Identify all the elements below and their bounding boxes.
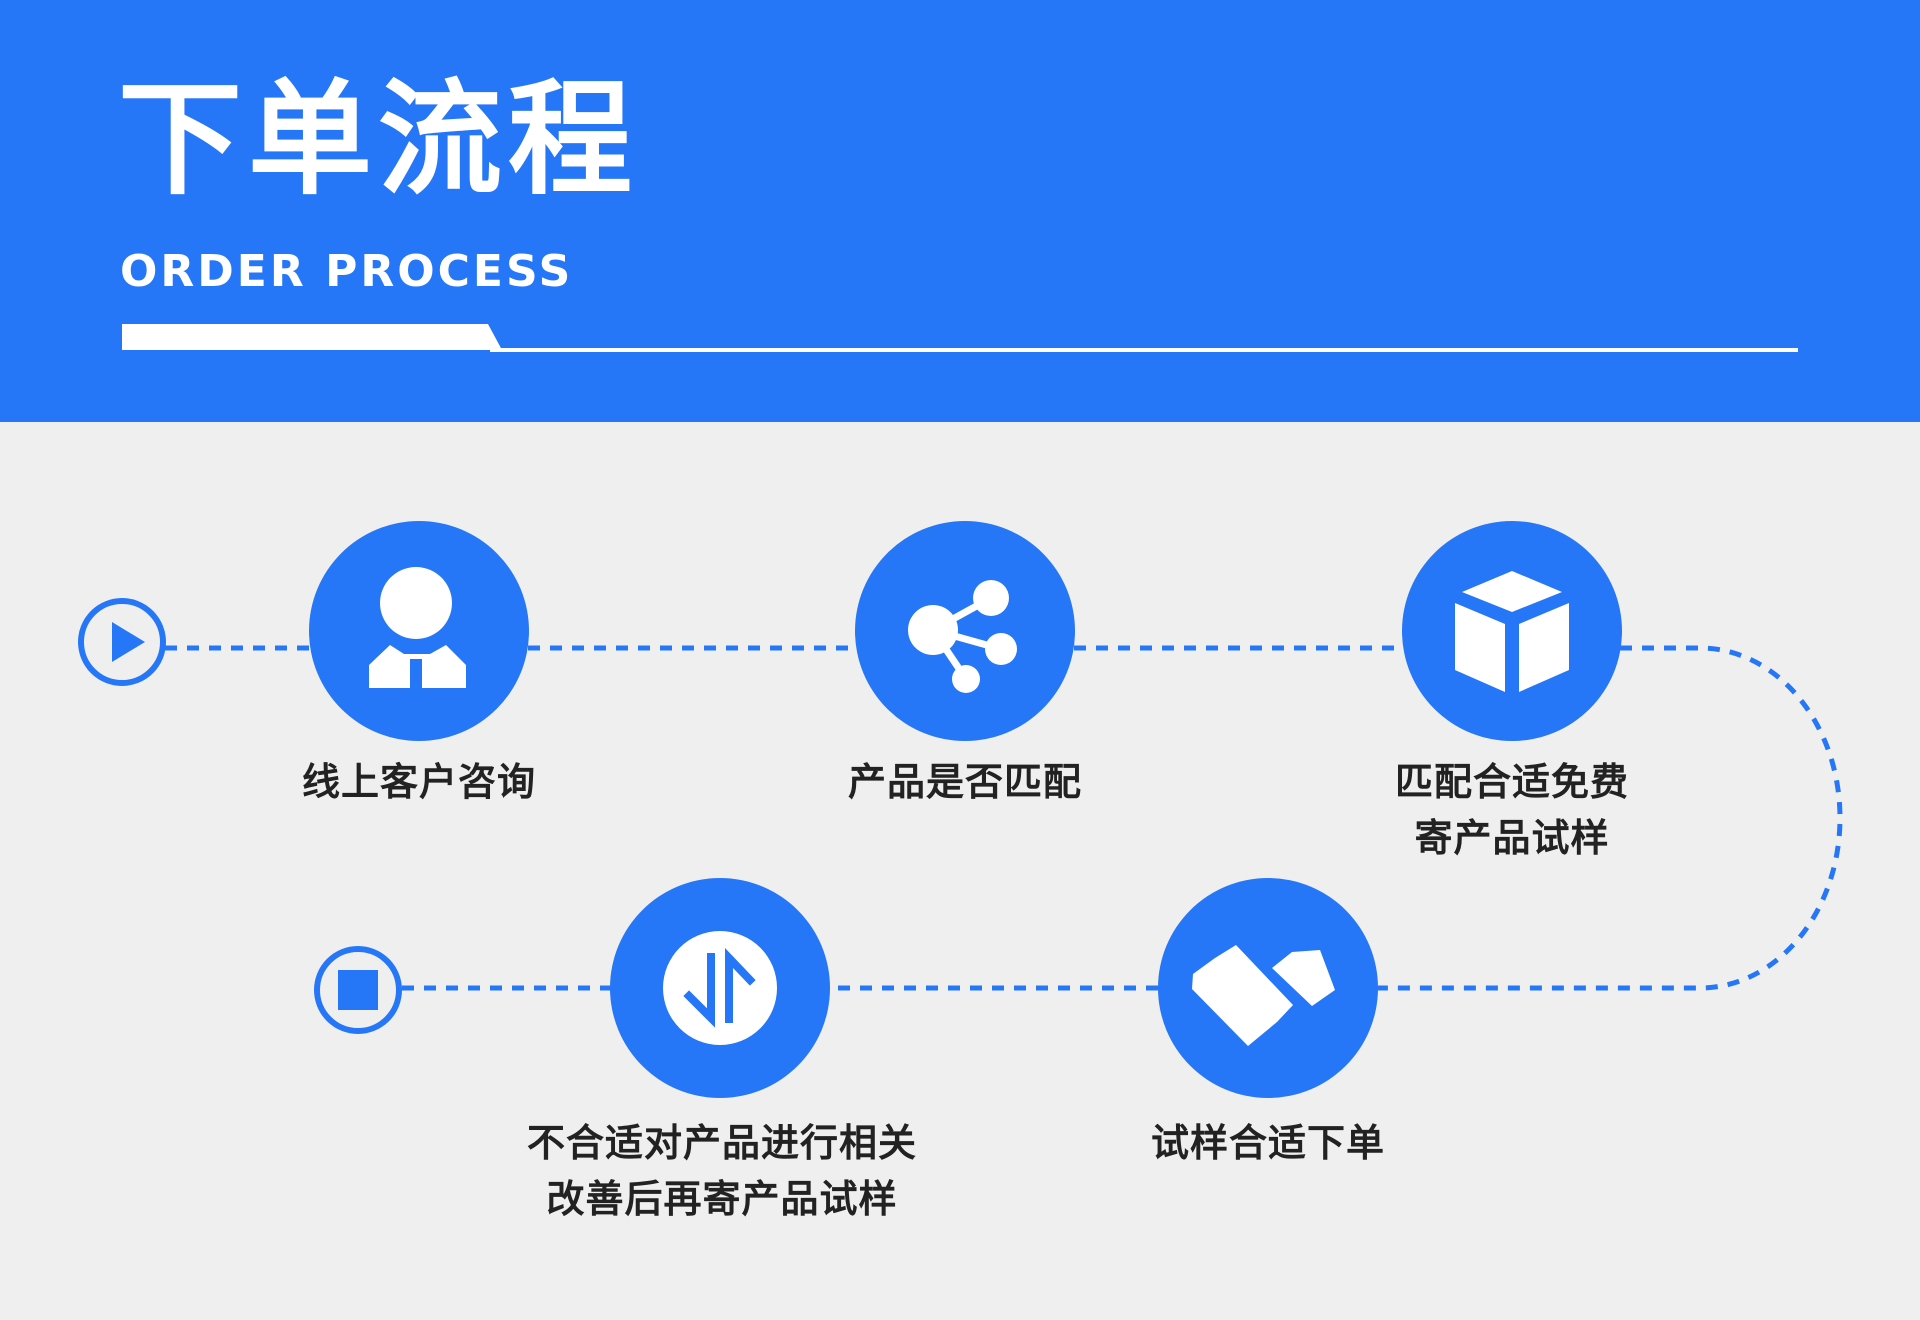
step-label-line: 线上客户咨询 — [301, 760, 536, 804]
play-icon — [112, 622, 145, 662]
step-label-line: 不合适对产品进行相关 — [526, 1121, 917, 1165]
flow-connector — [165, 645, 1843, 991]
title-underline — [122, 324, 1798, 352]
step-label-4: 试样合适下单 — [1028, 1115, 1508, 1171]
step-label-line: 寄产品试样 — [1414, 816, 1610, 860]
end-marker — [314, 946, 402, 1034]
step-label-5: 不合适对产品进行相关 改善后再寄产品试样 — [482, 1115, 962, 1227]
stop-icon — [338, 970, 378, 1010]
step-label-2: 产品是否匹配 — [725, 754, 1205, 810]
user-icon — [369, 567, 466, 688]
step-label-line: 产品是否匹配 — [847, 760, 1082, 804]
step-circle-5 — [610, 878, 830, 1098]
page-subtitle: ORDER PROCESS — [120, 246, 574, 297]
swap-arrows-icon — [683, 948, 756, 1028]
share-icon — [908, 580, 1017, 693]
start-marker — [78, 598, 166, 686]
step-label-line: 试样合适下单 — [1150, 1121, 1385, 1165]
step-label-1: 线上客户咨询 — [179, 754, 659, 810]
step-circle-2 — [855, 521, 1075, 741]
step-circle-4 — [1158, 878, 1378, 1098]
step-label-line: 匹配合适免费 — [1394, 760, 1629, 804]
box-icon — [1455, 571, 1569, 692]
handshake-icon — [1192, 945, 1335, 1046]
step-circle-1 — [309, 521, 529, 741]
step-label-3: 匹配合适免费 寄产品试样 — [1272, 754, 1752, 866]
step-circle-3 — [1402, 521, 1622, 741]
step-label-line: 改善后再寄产品试样 — [546, 1177, 898, 1221]
page-title: 下单流程 — [118, 68, 639, 212]
header-banner: 下单流程 ORDER PROCESS — [0, 0, 1920, 422]
